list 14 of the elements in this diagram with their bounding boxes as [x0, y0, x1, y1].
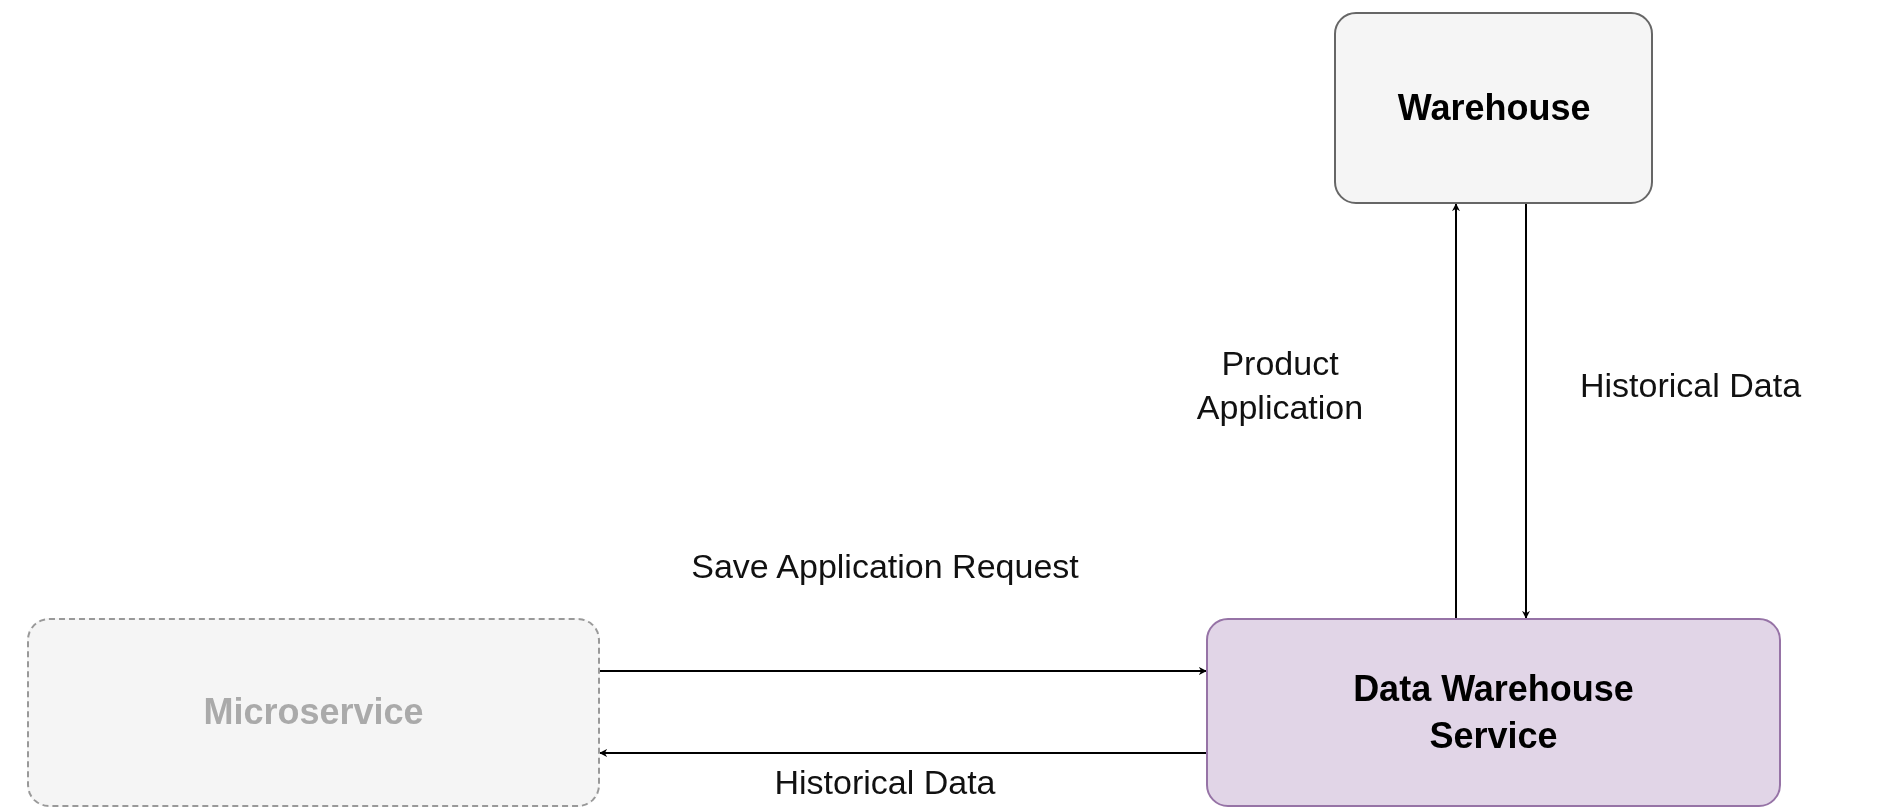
process-box [1334, 12, 1653, 204]
node-label: Warehouse [1397, 85, 1590, 130]
node-label: Data Warehouse Service [1352, 666, 1635, 758]
arrow [1452, 203, 1460, 619]
service-box [1206, 618, 1781, 807]
edge-label: Product Application [1195, 342, 1365, 428]
edge-label: Save Application Request [690, 545, 1080, 587]
arrow [599, 749, 1207, 757]
edge-label: Historical Data [774, 762, 996, 803]
edge-label: Historical Data [1580, 364, 1802, 406]
arrow [1522, 203, 1530, 619]
node-label: Microservice [203, 690, 424, 735]
arrow [599, 667, 1207, 675]
service-box [27, 618, 600, 807]
